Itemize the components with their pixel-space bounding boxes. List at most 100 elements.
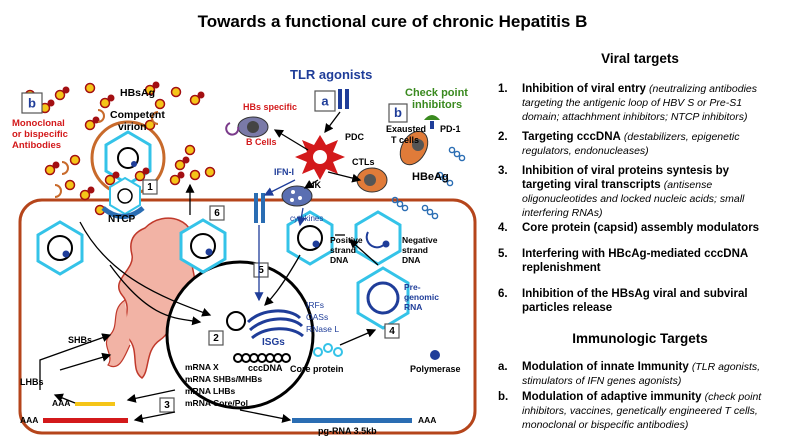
negative-label-2: strand <box>402 245 428 255</box>
hbsag-particle <box>189 169 201 181</box>
hbsag-particle <box>134 170 146 182</box>
viral-targets-item: 1. Inhibition of viral entry (neutralizin… <box>498 82 780 124</box>
hbeag-dot <box>458 154 466 162</box>
svg-text:b: b <box>28 95 36 110</box>
svg-text:3: 3 <box>164 400 170 411</box>
pregenomic-label-1: Pre- <box>404 282 421 292</box>
arrow-aaa <box>53 393 76 404</box>
hbsag-particle-dot <box>112 171 120 179</box>
hbsag-label: HBsAg <box>120 87 155 99</box>
arrow-shbs <box>59 352 112 371</box>
arrow-tlr-pdc <box>324 111 341 134</box>
hbsag-particle <box>44 164 56 176</box>
mrna-x-label: mRNA X <box>185 362 219 372</box>
arrow-pgrna <box>239 409 292 423</box>
hbsag-particle <box>189 94 201 106</box>
arrow-mrna-red <box>133 411 176 423</box>
viral-targets-item: 5.Interfering with HBcAg-mediated cccDNA… <box>498 247 780 275</box>
rnase-label: RNase L <box>306 324 339 334</box>
viral-targets-item: 2.Targeting cccDNA (destabilizers, epige… <box>498 130 780 158</box>
hbeag-dot <box>426 208 434 216</box>
hbsag-particle <box>154 98 166 110</box>
pregenomic-label-3: RNA <box>404 302 422 312</box>
pd1-label: PD-1 <box>440 124 461 134</box>
item-heading: Interfering with HBcAg-mediated cccDNA r… <box>522 248 748 274</box>
hbsag-particle <box>84 82 96 94</box>
capsid-entry <box>109 176 141 216</box>
arrow-cytokines <box>296 207 306 227</box>
hbeag-dot <box>448 146 456 154</box>
cccdna-label: cccDNA <box>248 363 283 373</box>
pgrna-label: pg-RNA 3.5kb <box>318 426 377 436</box>
viral-targets-item: 6.Inhibition of the HBsAg viral and subv… <box>498 287 780 315</box>
positive-label-2: strand <box>330 245 356 255</box>
hbsag-particle <box>69 154 81 166</box>
tlr-label: TLR agonists <box>290 67 372 82</box>
item-number: a. <box>498 361 508 373</box>
item-description: (neutralizing antibodies targeting the a… <box>522 83 757 123</box>
aaa-label-3: AAA <box>418 415 436 425</box>
pdc-label: PDC <box>345 132 365 142</box>
item-number: 2. <box>498 131 508 143</box>
hbsag-particle-dot <box>62 86 70 94</box>
hbeag-dot <box>396 200 404 208</box>
exhausted-t-cell <box>399 130 429 166</box>
hbsag-particle <box>170 86 182 98</box>
hbsag-particle-dot <box>197 91 205 99</box>
competent-label-1: Competent <box>110 109 165 121</box>
box-label-5: 5 <box>253 262 269 278</box>
svg-text:b: b <box>394 105 402 120</box>
isgs-label: ISGs <box>262 337 285 348</box>
item-description: (TLR agonists, stimulators of IFN genes … <box>522 361 761 387</box>
box-label-a: a <box>314 90 336 112</box>
item-heading: Modulation of adaptive immunity <box>522 391 702 403</box>
pregenomic-label-2: genomic <box>404 292 439 302</box>
hbsag-particle-dot <box>92 116 100 124</box>
hbsag-particle <box>144 119 156 131</box>
svg-text:1: 1 <box>147 182 153 193</box>
arrow-lhbs <box>39 333 112 390</box>
hbsag-particle <box>144 84 156 96</box>
ctl-cell <box>356 167 388 193</box>
cytokines-label: cytokines <box>290 214 323 223</box>
antibodies-icon <box>54 109 159 198</box>
item-heading: Inhibition of viral entry <box>522 83 646 95</box>
arrow-ifn <box>263 179 296 196</box>
hbsag-particle <box>99 97 111 109</box>
viral-targets-heading: Viral targets <box>601 51 679 66</box>
arrow-repl <box>264 254 301 306</box>
checkpoint-label-1: Check point <box>405 87 468 99</box>
shbs-label: SHBs <box>68 335 92 345</box>
ifn-label: IFN-I <box>274 167 294 177</box>
nk-label: NK <box>308 180 321 190</box>
svg-text:4: 4 <box>389 326 395 337</box>
mrna-core-label: mRNA Core/Pol <box>185 398 248 408</box>
hbeag-dot <box>446 179 454 187</box>
b-cell <box>225 116 269 138</box>
hbeag-dot <box>436 171 444 179</box>
hbeag-dot <box>401 204 409 212</box>
box-label-4: 4 <box>384 323 400 339</box>
arrow-mrna-out <box>126 389 176 403</box>
item-heading: Core protein (capsid) assembly modulator… <box>522 222 760 234</box>
polymerase-icon <box>430 350 440 360</box>
hbsag-particle <box>204 166 216 178</box>
nk-cell <box>281 185 313 207</box>
item-heading: Modulation of innate Immunity <box>522 361 689 373</box>
item-number: 1. <box>498 83 508 95</box>
hbsag-particle <box>79 189 91 201</box>
box-label-3: 3 <box>159 397 175 413</box>
box-label-1: 1 <box>142 179 158 195</box>
viral-targets-item: 4.Core protein (capsid) assembly modulat… <box>498 221 780 235</box>
positive-label-1: Positive <box>330 235 363 245</box>
hbeag-dot <box>391 196 399 204</box>
exausted-label-2: T cells <box>391 135 419 145</box>
hbsag-particle <box>184 144 196 156</box>
polymerase-label: Polymerase <box>410 364 461 374</box>
monoclonal-label-3: Antibodies <box>12 140 61 151</box>
item-number: 6. <box>498 288 508 300</box>
cccdna-icon <box>233 353 291 363</box>
hbsag-particle-dot <box>52 161 60 169</box>
arrow-core-to-capsid <box>339 328 377 346</box>
core-protein-icon <box>313 343 343 357</box>
